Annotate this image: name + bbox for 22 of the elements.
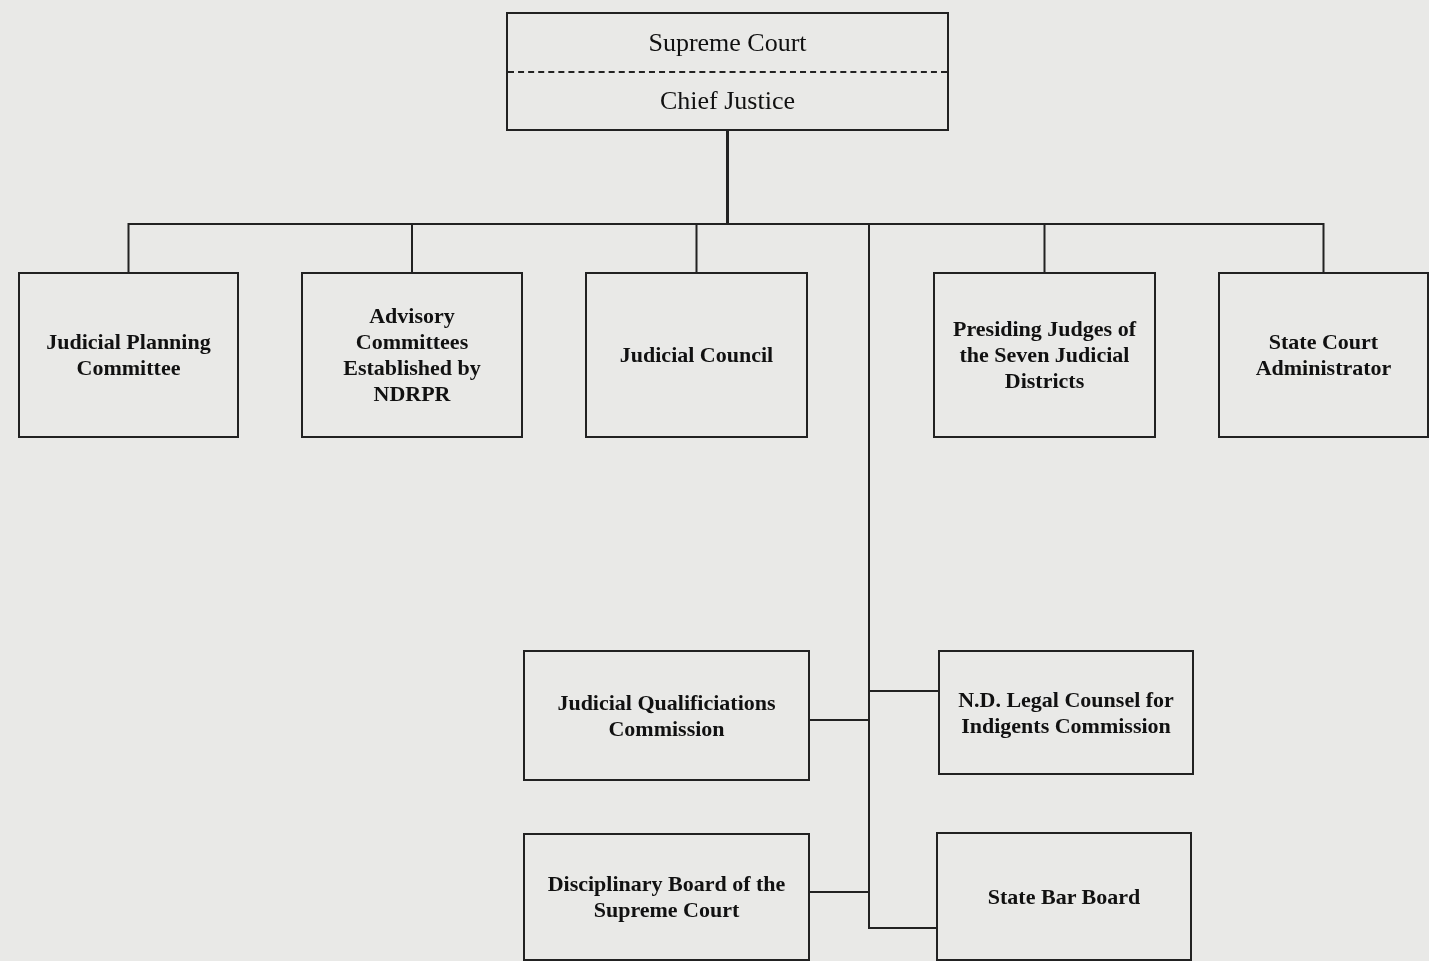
org-box bbox=[936, 832, 1192, 961]
box-label: Judicial Council bbox=[619, 342, 774, 368]
box-label: Judicial Qualificiations Commission bbox=[556, 689, 777, 742]
org-box bbox=[301, 272, 523, 438]
org-box bbox=[18, 272, 239, 438]
org-box bbox=[523, 833, 810, 961]
org-box bbox=[523, 650, 810, 781]
box-label: State Court Administrator bbox=[1254, 329, 1393, 381]
connector-line bbox=[726, 130, 937, 929]
box-label: State Bar Board bbox=[987, 883, 1141, 910]
box-label: Advisory Committees Established by NDRPR bbox=[342, 303, 482, 407]
box-label: Judicial Planning Committee bbox=[45, 329, 212, 381]
org-box bbox=[1218, 272, 1429, 438]
org-box bbox=[585, 272, 808, 438]
box-label: Supreme Court bbox=[647, 26, 808, 59]
org-box bbox=[933, 272, 1156, 438]
org-box bbox=[938, 650, 1194, 775]
org-box bbox=[506, 12, 949, 131]
box-label: Presiding Judges of the Seven Judicial Districts bbox=[952, 316, 1138, 394]
box-label: Disciplinary Board of the Supreme Court bbox=[546, 871, 787, 923]
box-label: Chief Justice bbox=[508, 71, 947, 129]
box-label: N.D. Legal Counsel for Indigents Commission bbox=[957, 686, 1175, 739]
